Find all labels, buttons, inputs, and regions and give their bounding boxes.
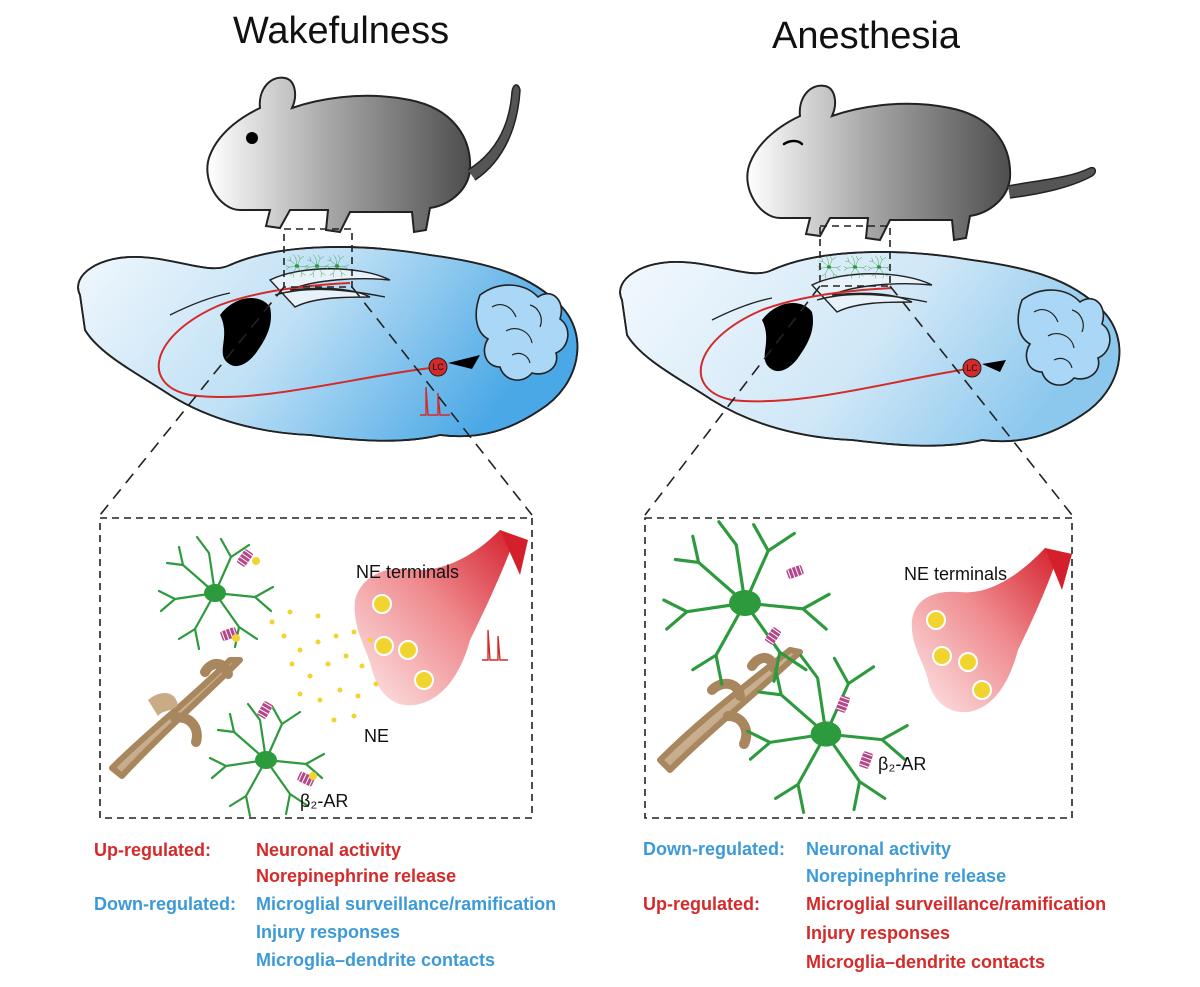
legend-item: Injury responses: [256, 922, 400, 942]
receptor-icon: [763, 626, 783, 646]
dendrite-icon: [657, 647, 803, 773]
legend-wakefulness: Up-regulated: Neuronal activity Norepine…: [94, 840, 556, 970]
legend-item: Microglia–dendrite contacts: [806, 952, 1045, 972]
receptor-label: β₂-AR: [878, 754, 926, 774]
mouse-awake-icon: [206, 76, 521, 233]
dendrite-icon: [109, 657, 243, 779]
receptor-icon: [858, 750, 874, 770]
title-anesthesia: Anesthesia: [772, 15, 961, 57]
legend-category: Up-regulated:: [643, 894, 760, 914]
legend-item: Norepinephrine release: [256, 866, 456, 886]
legend-item: Norepinephrine release: [806, 866, 1006, 886]
brain-sagittal-icon: LC: [77, 246, 579, 442]
ne-terminal: [354, 530, 528, 706]
legend-item: Microglial surveillance/ramification: [256, 894, 556, 914]
ne-terminals-label: NE terminals: [904, 564, 1007, 584]
title-wakefulness: Wakefulness: [233, 10, 449, 52]
legend-item: Neuronal activity: [256, 840, 401, 860]
ne-terminals-label: NE terminals: [356, 562, 459, 582]
ne-terminal: [911, 548, 1072, 713]
inset-box: [99, 517, 533, 819]
legend-category: Up-regulated:: [94, 840, 211, 860]
lc-label: LC: [432, 362, 444, 372]
zoom-box: [283, 228, 353, 288]
legend-anesthesia: Down-regulated: Neuronal activity Norepi…: [643, 839, 1106, 972]
legend-item: Microglia–dendrite contacts: [256, 950, 495, 970]
spike-trace-icon: [420, 386, 450, 416]
lc-label: LC: [966, 363, 978, 373]
legend-item: Injury responses: [806, 923, 950, 943]
microglia-icon: [157, 535, 275, 651]
mouse-asleep-icon: [746, 84, 1097, 241]
receptor-icon: [256, 700, 274, 720]
inset-box: [644, 517, 1073, 819]
receptor-icon: [835, 694, 851, 714]
panel-wakefulness: Wakefulness LC: [77, 10, 579, 970]
legend-category: Down-regulated:: [94, 894, 236, 914]
legend-category: Down-regulated:: [643, 839, 785, 859]
spike-trace-icon: [482, 629, 508, 661]
ne-label: NE: [364, 726, 389, 746]
ne-vesicles: [926, 610, 992, 700]
receptor-icon: [785, 564, 805, 580]
ne-vesicles: [372, 594, 434, 690]
receptor-label: β₂-AR: [300, 791, 348, 811]
zoom-box: [819, 225, 891, 287]
panel-anesthesia: Anesthesia LC: [619, 15, 1121, 972]
legend-item: Microglial surveillance/ramification: [806, 894, 1106, 914]
ne-dots: [269, 609, 379, 723]
legend-item: Neuronal activity: [806, 839, 951, 859]
brain-sagittal-icon: LC: [619, 251, 1121, 447]
